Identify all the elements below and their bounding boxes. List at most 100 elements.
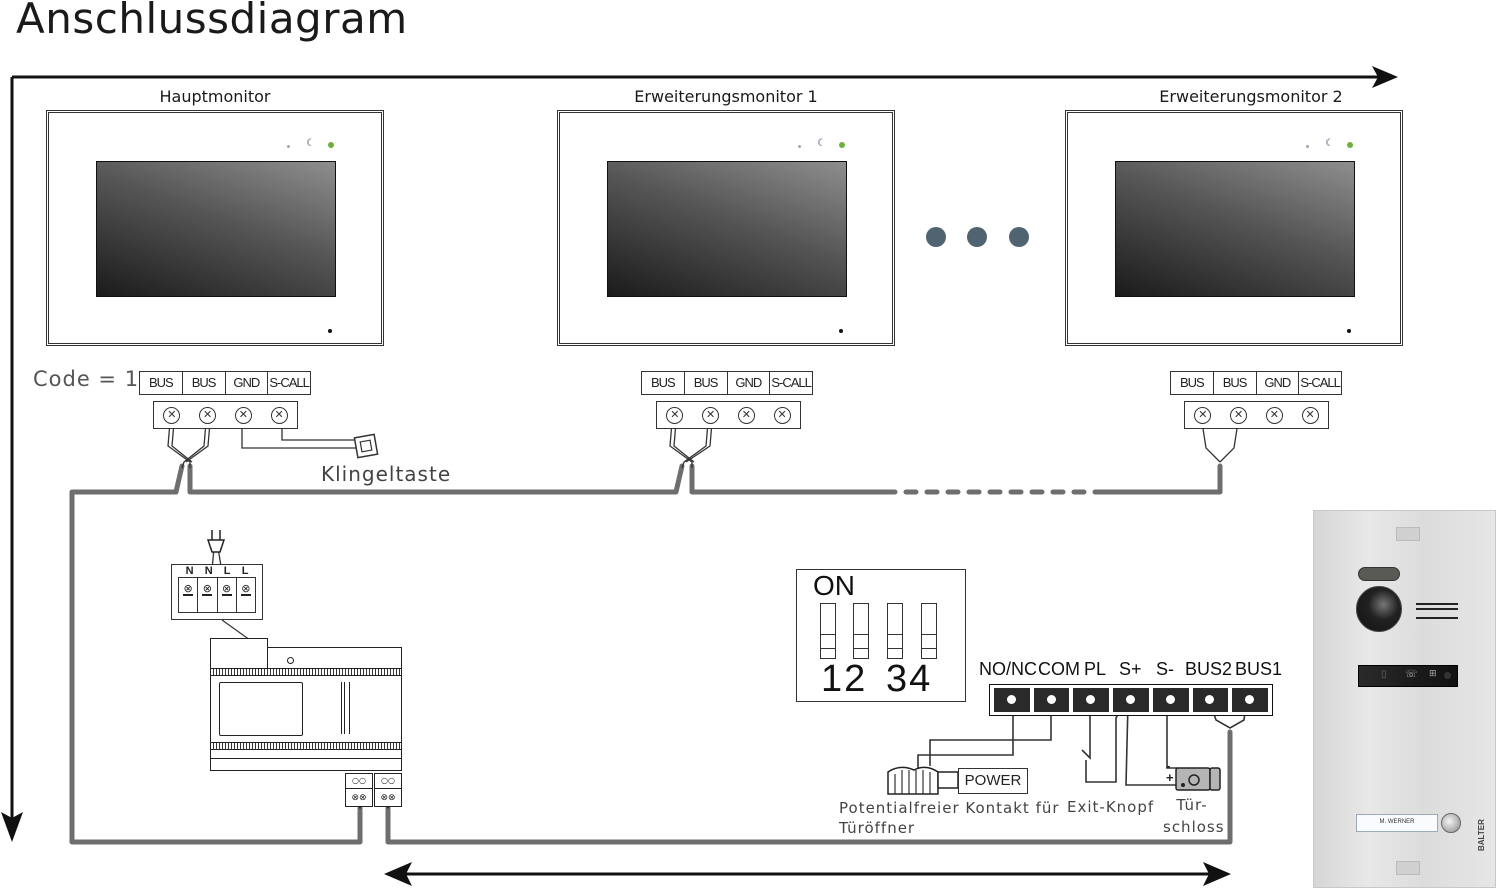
psu-terminal-label: N: [185, 565, 194, 577]
outdoor-terminal-block: [989, 684, 1273, 716]
terminal-label: BUS: [1171, 372, 1214, 394]
dip-switch-3[interactable]: [887, 603, 903, 659]
terminal-label: BUS2: [1185, 659, 1233, 679]
psu-terminal-callout: N N L L ⊗ ⊗ ⊗ ⊗: [171, 564, 263, 620]
page-title: Anschlussdiagram: [16, 0, 408, 43]
arrow-head-right: [1372, 66, 1398, 88]
dip-switch-1[interactable]: [820, 603, 836, 659]
monitor-screen: [607, 161, 847, 297]
bus-wire-ext2: [1102, 463, 1223, 495]
bus-wire-psu-left: [69, 463, 363, 845]
psu-terminal-label: L: [241, 565, 249, 577]
contact-label-line1: Potentialfreier Kontakt für: [839, 799, 1060, 817]
more-monitors-ellipsis-icon: [926, 227, 1031, 247]
terminal-label: COM: [1038, 659, 1080, 679]
monitor-label-ext1: Erweiterungsmonitor 1: [634, 87, 818, 106]
psu-screw-icon: ⊗: [179, 578, 199, 612]
main-monitor: ☾: [46, 110, 384, 346]
status-display: ▯ ☏ ⊞: [1358, 665, 1458, 687]
terminal-label: S-CALL: [269, 375, 310, 390]
ext2-monitor-terminal-labels: BUS BUS GND S-CALL: [1170, 371, 1342, 395]
arrow-head-right-bottom: [1203, 862, 1231, 886]
call-button[interactable]: [1441, 813, 1461, 833]
bus-wire-psu-station: [385, 729, 1233, 845]
door-lock-label: Tür- schloss: [1163, 794, 1224, 838]
screw-icon: ✕: [163, 406, 181, 424]
screw-cover-bottom: [1396, 861, 1420, 875]
door-status-icon: ⊞: [1429, 669, 1437, 679]
power-box: POWER: [958, 768, 1028, 794]
potential-free-contact-icon: [887, 766, 959, 795]
home-button-dot[interactable]: [1347, 329, 1351, 333]
screw-icon: ✕: [737, 406, 755, 424]
bus-wire-main-ext1: [187, 463, 685, 495]
screw-icon: ✕: [234, 406, 252, 424]
screw-icon: ✕: [666, 406, 684, 424]
screw-icon: ✕: [1265, 406, 1283, 424]
screw-icon: ✕: [702, 406, 720, 424]
speaker-grille-icon: [1416, 603, 1458, 619]
door-lock-label-line1: Tür-: [1176, 796, 1208, 814]
monitor-screen: [1115, 161, 1355, 297]
terminal-label: BUS: [685, 372, 728, 394]
power-plug-icon: [206, 530, 226, 553]
terminal-cell: [1033, 688, 1070, 712]
exit-button-label: Exit-Knopf: [1067, 798, 1155, 816]
psu-screw-icon: ⊗: [218, 578, 237, 612]
ir-led-strip: [1358, 567, 1400, 581]
status-indicator: [1444, 672, 1451, 679]
psu-vent-top: [211, 668, 401, 676]
psu-front-panel: [219, 682, 303, 736]
status-led-icon: [839, 142, 845, 148]
dip-numbers-12: 12: [821, 658, 868, 700]
camera-icon: [1356, 586, 1402, 632]
nameplate: M. WERNER: [1356, 814, 1438, 832]
led-dot-icon: [1306, 145, 1309, 148]
terminal-label: BUS: [1214, 372, 1257, 394]
terminal-cell: [994, 688, 1030, 712]
terminal-cell: [1073, 688, 1110, 712]
terminal-label: BUS: [140, 372, 183, 394]
doorbell-label: Klingeltaste: [321, 462, 452, 486]
screw-icon: ✕: [1194, 406, 1212, 424]
psu-screw-icon: ⊗: [198, 578, 218, 612]
dip-switch-4[interactable]: [921, 603, 937, 659]
contact-label-line2: Türöffner: [839, 819, 916, 837]
bus-wires: [69, 463, 1233, 845]
arrow-head-down: [1, 812, 23, 842]
terminal-cell: [1152, 688, 1189, 712]
moon-icon: ☾: [1325, 138, 1334, 149]
psu-terminal-label: L: [223, 565, 231, 577]
terminal-label: GND: [728, 372, 771, 394]
contact-label: Potentialfreier Kontakt für Türöffner: [839, 798, 1060, 838]
bus-wire-ext1-out: [689, 463, 888, 495]
dip-on-label: ON: [813, 570, 855, 601]
ext1-monitor-terminal-screws: ✕ ✕ ✕ ✕: [656, 401, 801, 429]
home-button-dot[interactable]: [839, 329, 843, 333]
psu-rail-line: [211, 758, 401, 759]
dip-switch-2[interactable]: [853, 603, 869, 659]
terminal-cell: [1192, 688, 1229, 712]
ext2-monitor-terminal-screws: ✕ ✕ ✕ ✕: [1184, 401, 1329, 429]
terminal-label: S-CALL: [1300, 375, 1341, 390]
psu-side-panel: [349, 682, 392, 734]
terminal-label: NO/NC: [979, 659, 1037, 679]
arrow-head-left: [384, 862, 412, 886]
terminal-label: BUS: [642, 372, 685, 394]
ext1-monitor-terminal-labels: BUS BUS GND S-CALL: [641, 371, 813, 395]
screw-icon: ✕: [1230, 406, 1248, 424]
dip-numbers-34: 34: [886, 658, 933, 700]
terminal-label: S-CALL: [771, 375, 812, 390]
terminal-label: GND: [226, 372, 269, 394]
moon-icon: ☾: [817, 138, 826, 149]
moon-icon: ☾: [306, 138, 315, 149]
home-button-dot[interactable]: [328, 329, 332, 333]
brand-logo: BALTER: [1477, 819, 1486, 851]
psu-led: [287, 657, 294, 664]
terminal-cell: [1232, 688, 1269, 712]
monitor-label-ext2: Erweiterungsmonitor 2: [1159, 87, 1343, 106]
psu-terminal-label: N: [204, 565, 213, 577]
power-supply-unit: [210, 638, 402, 771]
terminal-label: S-: [1156, 659, 1174, 679]
